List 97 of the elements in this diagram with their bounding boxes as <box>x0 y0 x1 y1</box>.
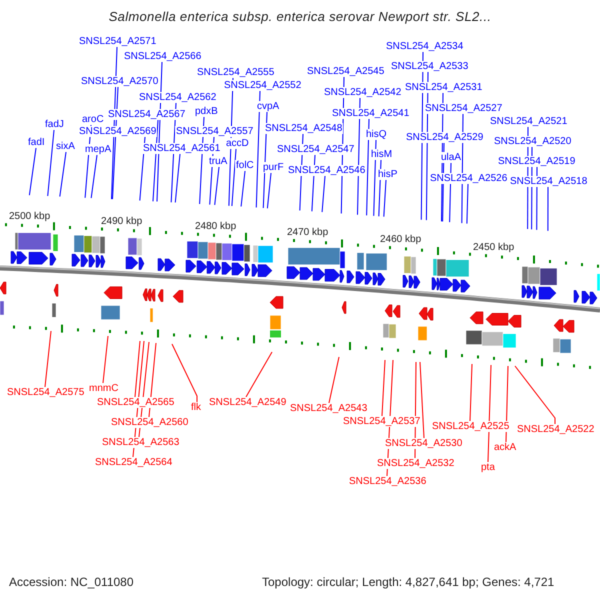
leader-line <box>59 152 66 198</box>
scale-label: 2480 kbp <box>195 220 236 232</box>
scale-label: 2490 kbp <box>101 216 142 227</box>
gene-label: SNSL254_A2521 <box>489 116 568 127</box>
leader-line <box>328 356 340 404</box>
gene-label: SNSL254_A2548 <box>264 123 344 134</box>
gene-label: SNSL254_A2570 <box>80 76 160 87</box>
gene-label: SNSL254_A2532 <box>376 458 456 469</box>
gene-label: SNSL254_A2565 <box>96 397 176 408</box>
gene-label: SNSL254_A2567 <box>107 109 186 120</box>
leader-line <box>366 118 370 216</box>
map-title: Salmonella enterica subsp. enterica serovar Newport str. SL2... <box>108 9 492 24</box>
scale-label: 2460 kbp <box>380 234 422 245</box>
gene-label: SNSL254_A2571 <box>78 36 158 47</box>
leader-line <box>102 336 108 384</box>
leader-line <box>246 352 272 398</box>
leader-line <box>322 176 326 213</box>
gene-label: purF <box>262 162 285 173</box>
gene-label: SNSL254_A2547 <box>276 144 356 155</box>
leader-line <box>28 148 36 196</box>
gene-label: ulaA <box>440 152 462 163</box>
gene-label: mnmC <box>88 383 120 394</box>
gene-label: sixA <box>55 141 76 152</box>
gene-label: SNSL254_A2533 <box>390 61 470 72</box>
gene-label: flk <box>190 402 202 413</box>
gene-label: hisP <box>377 169 398 180</box>
gene-label: SNSL254_A2527 <box>424 103 504 114</box>
leader-line <box>383 180 386 218</box>
gene-label: SNSL254_A2529 <box>405 132 484 143</box>
gene-label: SNSL254_A2562 <box>138 92 218 103</box>
gene-label: SNSL254_A2534 <box>385 41 464 52</box>
gene-label: SNSL254_A2545 <box>306 66 386 77</box>
gene-label: SNSL254_A2520 <box>493 136 572 147</box>
gene-label: accD <box>225 138 250 149</box>
gene-label: cvpA <box>256 101 280 112</box>
gene-label: SNSL254_A2526 <box>429 173 508 184</box>
leader-line <box>134 340 140 398</box>
leader-line <box>382 360 386 416</box>
gene-label: SNSL254_A2519 <box>497 156 576 167</box>
gene-label: fadI <box>27 137 46 148</box>
leader-line <box>240 170 246 207</box>
gene-label: SNSL254_A2541 <box>331 108 410 119</box>
scale-label: 2450 kbp <box>473 242 514 253</box>
leader-line <box>174 154 180 203</box>
gene-label: SNSL254_A2537 <box>342 416 422 427</box>
gene-label: SNSL254_A2557 <box>175 126 254 137</box>
leader-line <box>470 364 472 422</box>
gene-label: fadJ <box>44 119 65 130</box>
gene-label: SNSL254_A2552 <box>223 80 302 91</box>
gene-label: folC <box>235 160 255 171</box>
scale-label: 2500 kbp <box>9 211 50 222</box>
gene-label: SNSL254_A2561 <box>142 143 222 154</box>
gene-label: SNSL254_A2525 <box>431 421 510 432</box>
gene-label: SNSL254_A2555 <box>196 67 276 78</box>
gene-label: SNSL254_A2563 <box>101 437 180 448</box>
leader-line <box>44 330 52 388</box>
gene-label: SNSL254_A2522 <box>516 424 596 435</box>
leader-line <box>488 364 492 462</box>
gene-label: pdxB <box>194 106 219 117</box>
leader-line <box>420 362 424 438</box>
gene-label: SNSL254_A2564 <box>94 457 174 468</box>
footer-text: Accession: NC_011080 <box>9 575 134 589</box>
gene-label: truA <box>208 156 228 167</box>
gene-label: hisQ <box>365 129 388 140</box>
gene-label: ackA <box>493 442 518 453</box>
leader-line <box>172 344 198 402</box>
gene-label: SNSL254_A2531 <box>404 82 484 93</box>
footer-text: Topology: circular; Length: 4,827,641 bp; Genes: 4,721 <box>262 575 554 589</box>
leader-line <box>152 120 158 202</box>
leader-line <box>466 184 468 224</box>
leader-line <box>373 140 376 216</box>
leader-line <box>378 160 382 217</box>
leader-line <box>547 186 548 232</box>
leader-line <box>148 342 156 418</box>
gene-label: SNSL254_A2569 <box>78 126 158 137</box>
gene-label: SNSL254_A2543 <box>289 403 368 414</box>
gene-label: mepA <box>84 144 112 155</box>
leader-line <box>256 90 260 208</box>
scale-label: 2470 kbp <box>287 226 328 238</box>
gene-label: SNSL254_A2566 <box>123 51 202 62</box>
gene-label: SNSL254_A2542 <box>323 87 402 98</box>
gene-label: SNSL254_A2546 <box>287 165 366 176</box>
gene-label: SNSL254_A2549 <box>208 397 288 408</box>
leader-line <box>514 366 556 424</box>
gene-label: SNSL254_A2575 <box>6 387 86 398</box>
gene-label: SNSL254_A2518 <box>509 176 588 187</box>
leader-line <box>47 130 54 196</box>
gene-label: SNSL254_A2560 <box>110 417 190 428</box>
gene-label: SNSL254_A2536 <box>348 476 428 487</box>
leader-line <box>214 166 220 206</box>
gene-label: aroC <box>81 114 105 125</box>
gene-label: pta <box>480 462 496 473</box>
gene-label: SNSL254_A2530 <box>384 438 464 449</box>
leader-line <box>90 154 98 199</box>
gene-label: hisM <box>370 149 394 160</box>
leader-line <box>266 172 272 209</box>
leader-line <box>231 148 236 206</box>
